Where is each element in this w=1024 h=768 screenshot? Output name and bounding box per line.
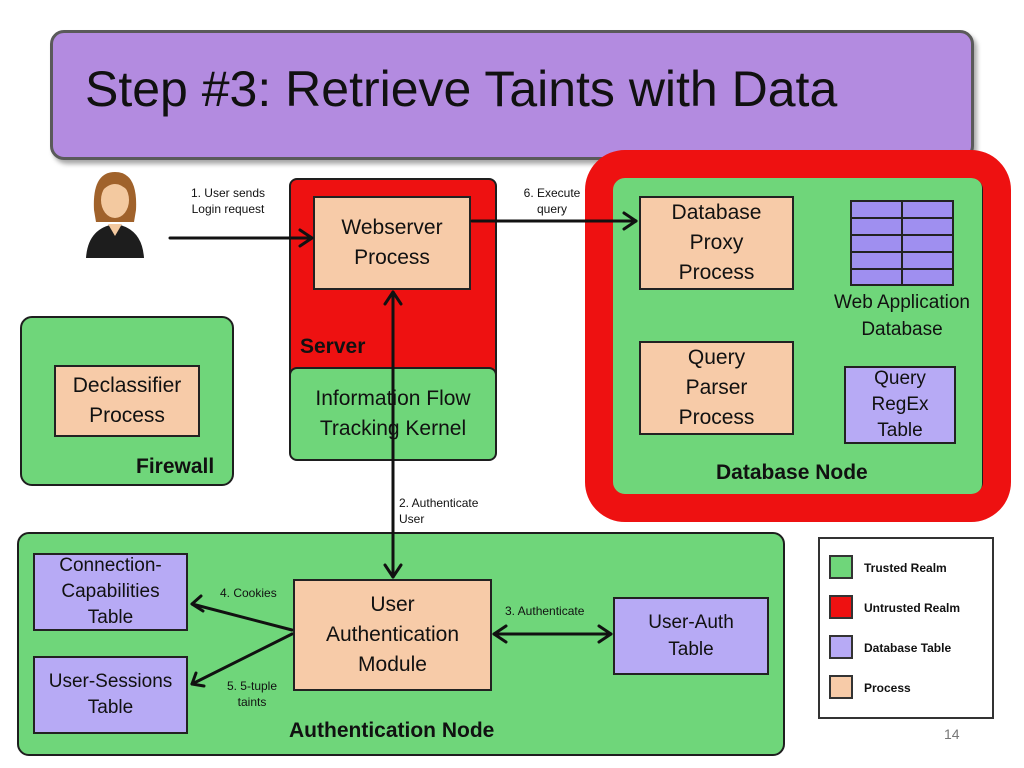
query-regex-line-2: RegEx — [871, 394, 929, 415]
webserver-process[interactable]: Webserver Process — [313, 196, 471, 290]
legend-label-untrusted: Untrusted Realm — [864, 601, 961, 615]
edge-label-6: 6. Execute query — [516, 185, 588, 217]
conn-cap-line-2: Capabilities — [61, 581, 160, 602]
edge-label-2: 2. Authenticate User — [399, 495, 478, 527]
edge-label-1: 1. User sends Login request — [186, 185, 270, 217]
db-proxy-process[interactable]: Database Proxy Process — [639, 196, 794, 290]
firewall-label: Firewall — [136, 455, 215, 478]
user-sessions-table[interactable]: User-Sessions Table — [33, 656, 188, 734]
declassifier-line-2: Process — [89, 404, 165, 427]
slide-title: Step #3: Retrieve Taints with Data — [85, 61, 838, 117]
database-node-highlight — [585, 150, 1011, 522]
user-auth-table[interactable]: User-Auth Table — [613, 597, 769, 675]
db-proxy-line-2: Proxy — [689, 231, 744, 254]
legend-label-process: Process — [864, 681, 911, 695]
edge-label-3: 3. Authenticate — [505, 604, 585, 618]
user-sessions-line-2: Table — [87, 697, 134, 718]
db-proxy-line-1: Database — [671, 201, 762, 224]
user-sessions-line-1: User-Sessions — [48, 671, 173, 692]
arrowhead-taints — [190, 671, 206, 688]
arrow-cookies — [190, 602, 294, 632]
edge-label-6-line-2: query — [536, 202, 568, 216]
edge-label-2-line-2: User — [399, 512, 425, 526]
declassifier-process[interactable]: Declassifier Process — [54, 365, 200, 437]
arrowhead-authenticate-user-top — [383, 290, 403, 306]
conn-cap-line-1: Connection- — [59, 555, 162, 576]
legend-swatch-untrusted — [829, 595, 853, 619]
database-table-icon[interactable] — [850, 200, 954, 286]
legend-label-database-table: Database Table — [864, 641, 952, 655]
query-parser-process[interactable]: Query Parser Process — [639, 341, 794, 435]
arrowhead-authenticate-user-bottom — [383, 563, 403, 579]
web-app-db-label: Web Application Database — [822, 288, 982, 344]
user-auth-table-line-2: Table — [668, 639, 714, 660]
arrowhead-login-request — [298, 228, 314, 248]
edge-label-4: 4. Cookies — [220, 586, 277, 600]
query-parser-line-3: Process — [678, 406, 755, 429]
user-auth-module[interactable]: User Authentication Module — [293, 579, 492, 691]
webserver-line-2: Process — [354, 246, 430, 269]
webserver-line-1: Webserver — [341, 216, 443, 239]
authentication-node-label: Authentication Node — [289, 719, 495, 742]
legend-swatch-trusted — [829, 555, 853, 579]
legend-swatch-database-table — [829, 635, 853, 659]
edge-label-1-line-2: Login request — [191, 202, 265, 216]
conn-cap-line-3: Table — [87, 607, 134, 628]
legend-label-trusted: Trusted Realm — [864, 561, 947, 575]
db-proxy-line-3: Process — [678, 261, 755, 284]
arrowhead-authenticate-left — [492, 624, 508, 644]
server-label: Server — [300, 335, 366, 358]
arrowhead-authenticate-right — [597, 624, 613, 644]
edge-label-2-line-1: 2. Authenticate — [399, 496, 479, 510]
user-auth-table-line-1: User-Auth — [648, 612, 734, 633]
title-bar — [50, 30, 974, 160]
legend: Trusted Realm Untrusted Realm Database T… — [818, 537, 994, 719]
declassifier-line-1: Declassifier — [72, 374, 182, 397]
user-avatar-icon — [84, 170, 146, 258]
database-node-label: Database Node — [716, 461, 868, 484]
query-regex-line-1: Query — [874, 368, 926, 389]
edge-label-6-line-1: 6. Execute — [523, 186, 581, 200]
user-auth-module-line-2: Authentication — [325, 623, 460, 646]
legend-swatch-process — [829, 675, 853, 699]
user-auth-module-line-1: User — [370, 593, 415, 616]
query-parser-line-2: Parser — [685, 376, 748, 399]
query-regex-table[interactable]: Query RegEx Table — [844, 366, 956, 444]
edge-label-5-line-2: taints — [237, 695, 267, 709]
arrowhead-execute-query — [622, 211, 638, 231]
user-auth-module-line-3: Module — [358, 653, 427, 676]
arrow-taints — [190, 632, 294, 686]
query-regex-line-3: Table — [877, 420, 923, 441]
arrowhead-cookies — [190, 594, 205, 613]
edge-label-5-line-1: 5. 5-tuple — [226, 679, 278, 693]
web-app-db-line-2: Database — [861, 319, 943, 340]
edge-label-5: 5. 5-tuple taints — [220, 678, 284, 710]
web-app-db-line-1: Web Application — [834, 292, 970, 313]
query-parser-line-1: Query — [687, 346, 746, 369]
conn-cap-table[interactable]: Connection- Capabilities Table — [33, 553, 188, 631]
page-number: 14 — [944, 726, 960, 742]
edge-label-1-line-1: 1. User sends — [190, 186, 266, 200]
